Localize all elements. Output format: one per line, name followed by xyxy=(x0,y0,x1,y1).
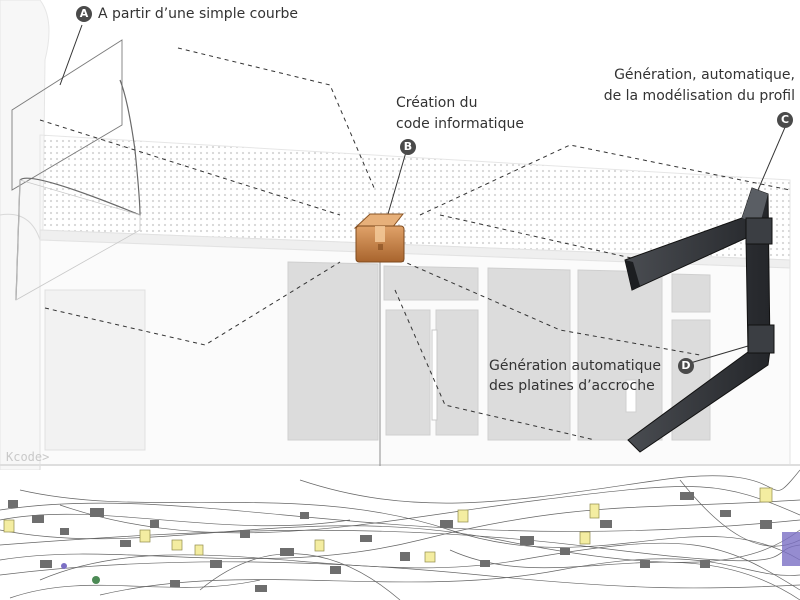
steel-profile-3d xyxy=(624,187,775,453)
annotation-d-line-1: Génération automatique xyxy=(489,358,662,374)
annotation-b-line-1: Création du xyxy=(396,95,478,111)
marker-b: B xyxy=(400,139,416,155)
annotation-d-line-2: des platines d’accroche xyxy=(489,378,655,394)
projection-lines xyxy=(39,47,791,441)
leader-b xyxy=(387,151,407,215)
annotation-c-line-1: Génération, automatique, xyxy=(614,67,795,83)
annotation-c-line-2: de la modélisation du profil xyxy=(603,88,795,104)
leader-c xyxy=(757,124,787,191)
watermark-logo: Kcode> xyxy=(6,450,50,464)
side-door xyxy=(44,289,146,451)
shopfront-glass xyxy=(287,261,711,441)
annotation-a-line-1: A partir d’une simple courbe xyxy=(98,6,299,22)
package-box-icon xyxy=(353,213,405,263)
marker-a: A xyxy=(76,6,92,22)
input-curve xyxy=(15,79,141,301)
annotation-b-line-2: code informatique xyxy=(396,116,524,132)
leader-a xyxy=(59,24,83,86)
marker-d: D xyxy=(678,358,694,374)
marker-c: C xyxy=(777,112,793,128)
